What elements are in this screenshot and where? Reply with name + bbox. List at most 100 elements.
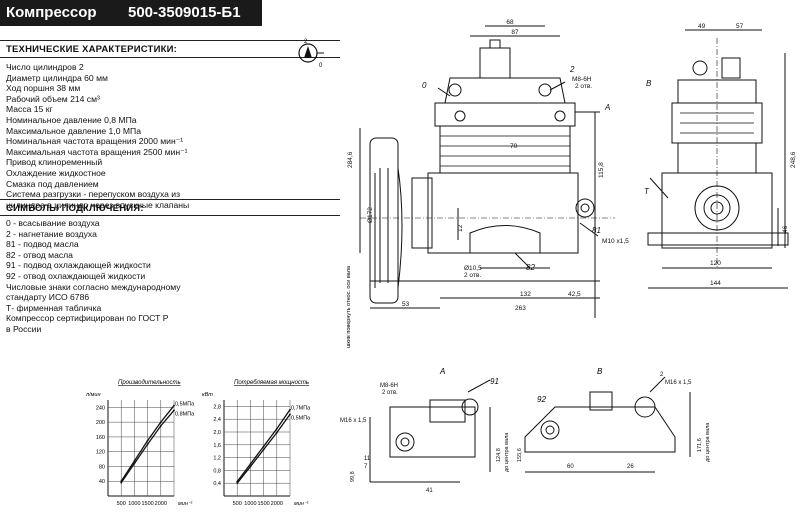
- y-tick-label: 1,2: [213, 456, 221, 462]
- series-label: 0,7МПа: [291, 406, 311, 412]
- data-point: [159, 424, 162, 427]
- svg-text:70: 70: [510, 143, 518, 150]
- spec-item: Рабочий объем 214 см³: [6, 93, 100, 104]
- divider: [0, 40, 340, 41]
- svg-text:46: 46: [782, 225, 789, 233]
- y-tick-label: 1,6: [213, 443, 221, 449]
- svg-text:11: 11: [364, 456, 371, 462]
- spec-item: Номинальное давление 0,8 МПа: [6, 114, 137, 125]
- svg-text:132: 132: [520, 291, 531, 298]
- data-point: [146, 439, 149, 442]
- svg-text:42,5: 42,5: [568, 291, 581, 298]
- series-label: 0,5МПа: [175, 402, 195, 408]
- svg-text:124,8: 124,8: [496, 448, 502, 462]
- x-tick-label: 1000: [244, 501, 256, 507]
- svg-text:M16 x 1,5: M16 x 1,5: [665, 380, 692, 386]
- svg-text:41: 41: [426, 488, 433, 494]
- x-tick-label: 1500: [141, 501, 153, 507]
- spec-item: Охлаждение жидкостное: [6, 167, 106, 178]
- y-tick-label: 80: [99, 464, 105, 470]
- svg-text:0: 0: [319, 63, 323, 69]
- svg-text:B: B: [597, 367, 603, 376]
- svg-text:2: 2: [660, 372, 664, 378]
- chart-title: Производительность: [118, 380, 181, 386]
- view-a-drawing: A M8-6H 2 отв. M16 x 1,5 11 7 124,8 до ц…: [340, 367, 510, 494]
- divider: [0, 215, 340, 216]
- specs-heading: ТЕХНИЧЕСКИЕ ХАРАКТЕРИСТИКИ:: [6, 44, 177, 55]
- view-b-drawing: B 2 M16 x 1,5 171,6 до центра вала 155,6…: [517, 367, 711, 473]
- y-tick-label: 0,4: [213, 481, 221, 487]
- svg-text:T: T: [644, 187, 650, 196]
- svg-text:99,8: 99,8: [350, 471, 356, 482]
- svg-text:68: 68: [506, 19, 514, 26]
- data-point: [262, 445, 265, 448]
- data-point: [146, 443, 149, 446]
- data-point: [249, 463, 252, 465]
- svg-text:M10 x1,5: M10 x1,5: [602, 238, 629, 245]
- y-axis-label: кВт: [202, 392, 213, 398]
- data-point: [262, 448, 265, 451]
- svg-text:60: 60: [567, 464, 574, 470]
- spec-item: Масса 15 кг: [6, 104, 53, 115]
- symbol-item: 2 - нагнетание воздуха: [6, 228, 97, 239]
- svg-text:49: 49: [698, 23, 706, 30]
- data-point: [120, 481, 123, 484]
- svg-text:2 отв.: 2 отв.: [575, 83, 592, 90]
- pulley: [369, 137, 399, 304]
- svg-text:91: 91: [490, 377, 499, 386]
- svg-text:2: 2: [569, 65, 575, 74]
- svg-text:12: 12: [457, 224, 464, 232]
- data-point: [133, 462, 136, 465]
- view-a-body: [389, 406, 476, 458]
- svg-text:115,8: 115,8: [598, 162, 605, 178]
- x-tick-label: 2000: [155, 501, 167, 507]
- symbol-item: 81 - подвод масла: [6, 239, 79, 250]
- data-point: [275, 427, 278, 430]
- svg-text:26: 26: [627, 464, 634, 470]
- y-tick-label: 200: [96, 420, 105, 426]
- svg-text:87: 87: [511, 29, 519, 36]
- svg-text:до центра вала: до центра вала: [504, 432, 510, 472]
- svg-text:7: 7: [364, 464, 368, 470]
- svg-text:82: 82: [526, 263, 535, 272]
- symbol-item: 0 - всасывание воздуха: [6, 218, 100, 228]
- svg-text:171,6: 171,6: [697, 438, 703, 452]
- svg-text:M8-6H: M8-6H: [572, 76, 592, 83]
- compressor-symbol-icon: 2 0: [298, 39, 324, 69]
- spec-item: Максимальная частота вращения 2500 мин⁻¹: [6, 146, 188, 157]
- x-axis-label: мин⁻¹: [294, 501, 309, 507]
- series-label: 0,8МПа: [175, 411, 195, 417]
- svg-text:до центра вала: до центра вала: [705, 422, 711, 462]
- svg-text:57: 57: [736, 23, 744, 30]
- svg-text:248,6: 248,6: [790, 151, 797, 168]
- symbol-item: 91 - подвод охлаждающей жидкости: [6, 260, 151, 271]
- svg-text:92: 92: [537, 395, 546, 404]
- y-tick-label: 2,0: [213, 430, 221, 436]
- x-tick-label: 500: [117, 501, 126, 507]
- svg-text:Ø172: Ø172: [367, 207, 374, 223]
- symbol-item: 82 - отвод масла: [6, 249, 73, 260]
- y-tick-label: 0,8: [213, 468, 221, 474]
- x-axis-label: мин⁻¹: [178, 501, 193, 507]
- series-label: 0,5МПа: [291, 415, 311, 421]
- spec-item: Смазка под давлением: [6, 178, 99, 189]
- svg-text:2 отв.: 2 отв.: [382, 390, 398, 396]
- view-b-body: [524, 406, 676, 453]
- svg-text:155,6: 155,6: [517, 448, 523, 462]
- data-point: [173, 409, 175, 412]
- svg-text:263: 263: [515, 305, 526, 312]
- x-tick-label: 500: [233, 501, 242, 507]
- svg-text:2 отв.: 2 отв.: [464, 272, 481, 279]
- divider: [0, 57, 340, 58]
- spec-item: Число цилиндров 2: [6, 62, 84, 72]
- x-tick-label: 1000: [128, 501, 140, 507]
- svg-text:144: 144: [710, 280, 721, 287]
- data-point: [249, 465, 252, 468]
- svg-text:M16 x 1,5: M16 x 1,5: [340, 418, 367, 424]
- side-view-drawing: 49 57 248,6 46 120 144 T B: [644, 23, 797, 289]
- front-view-drawing: 68 87 284,6 115,8 Ø172 12 Ø10,5 2 отв. 1…: [346, 19, 629, 348]
- spec-item: Номинальная частота вращения 2000 мин⁻¹: [6, 136, 184, 147]
